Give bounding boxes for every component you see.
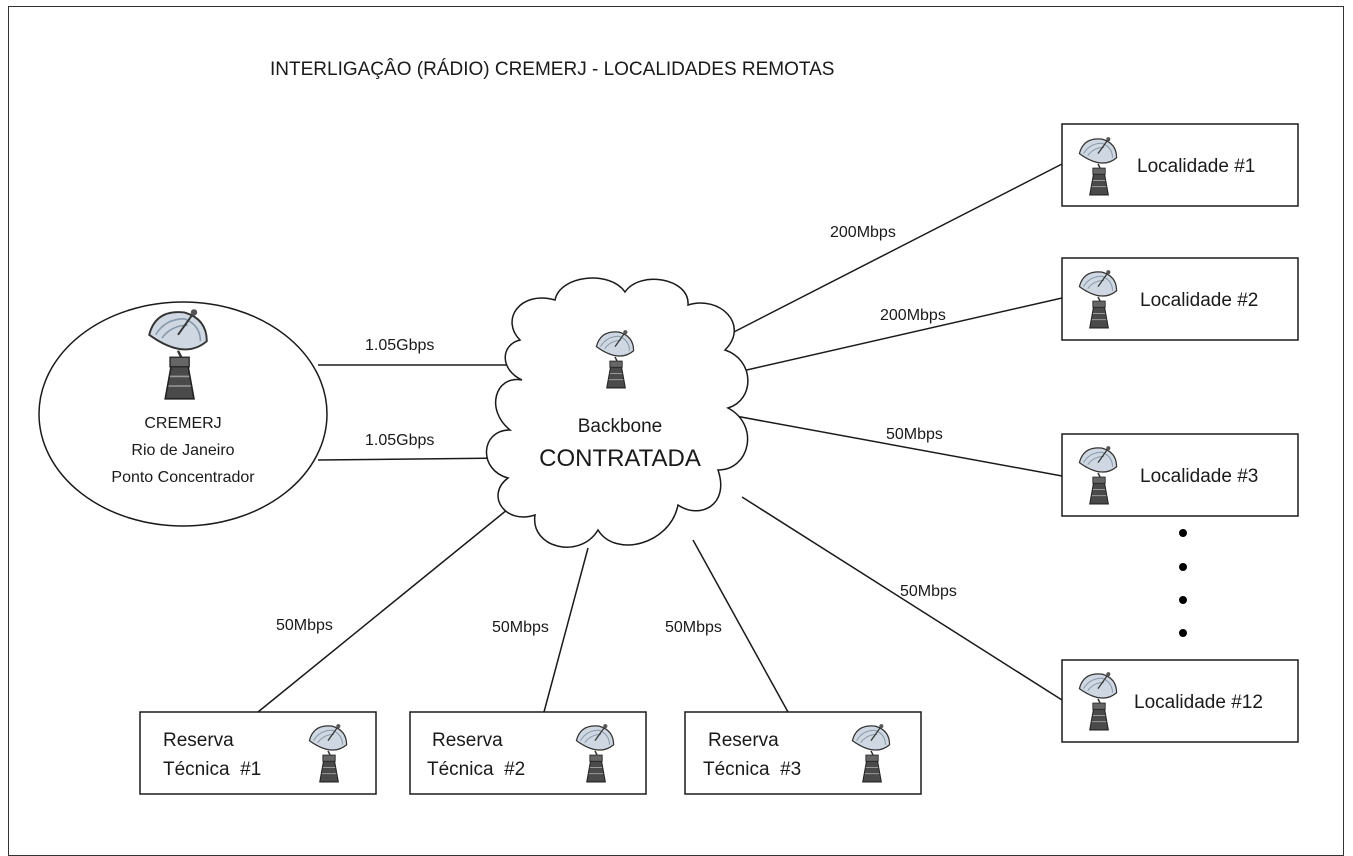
link-label-res2: 50Mbps — [492, 619, 549, 636]
localidade-label: Localidade #1 — [1137, 156, 1255, 177]
reserva-label-line1: Reserva — [708, 730, 779, 751]
reserva-label-line1: Reserva — [163, 730, 234, 751]
link-loc3 — [729, 414, 1063, 477]
link-label-loc12: 50Mbps — [900, 583, 957, 600]
link-label-loc2: 200Mbps — [880, 307, 946, 324]
link-label-concentrator-upper: 1.05Gbps — [365, 337, 434, 354]
connections — [257, 163, 1063, 713]
link-labels: 1.05Gbps 1.05Gbps 200Mbps 200Mbps 50Mbps… — [276, 224, 957, 636]
reserva-label-line2: Técnica #1 — [163, 759, 261, 780]
link-label-res1: 50Mbps — [276, 617, 333, 634]
reserva-tecnica-3: Reserva Técnica #3 — [684, 711, 922, 795]
localidade-label: Localidade #12 — [1134, 692, 1263, 713]
link-label-loc1: 200Mbps — [830, 224, 896, 241]
link-loc1 — [727, 163, 1063, 336]
concentrator-role: Ponto Concentrador — [111, 469, 255, 486]
concentrator-ellipse — [38, 301, 328, 527]
link-res3 — [692, 539, 789, 713]
concentrator-city: Rio de Janeiro — [131, 442, 234, 459]
vertical-ellipsis — [1179, 529, 1187, 637]
reserva-tecnica-1: Reserva Técnica #1 — [139, 711, 377, 795]
link-label-loc3: 50Mbps — [886, 426, 943, 443]
backbone-cloud: Backbone CONTRATADA — [485, 277, 749, 548]
reserva-label-line2: Técnica #3 — [703, 759, 801, 780]
link-concentrator-lower — [317, 457, 509, 461]
reserva-tecnica-2: Reserva Técnica #2 — [409, 711, 647, 795]
reserva-label-line1: Reserva — [432, 730, 503, 751]
link-label-concentrator-lower: 1.05Gbps — [365, 432, 434, 449]
localidade-label: Localidade #3 — [1140, 466, 1258, 487]
backbone-sublabel: CONTRATADA — [539, 445, 701, 472]
concentrator-name: CREMERJ — [144, 415, 221, 432]
link-res2 — [543, 547, 589, 713]
localidade-label: Localidade #2 — [1140, 290, 1258, 311]
concentrator-node: CREMERJ Rio de Janeiro Ponto Concentrado… — [38, 301, 328, 527]
link-res1 — [257, 504, 514, 713]
reserva-label-line2: Técnica #2 — [427, 759, 525, 780]
localidade-12: Localidade #12 — [1061, 659, 1299, 743]
link-loc12 — [741, 496, 1063, 701]
backbone-label: Backbone — [578, 416, 663, 437]
localidade-1: Localidade #1 — [1061, 123, 1299, 207]
diagram-title: INTERLIGAÇÂO (RÁDIO) CREMERJ - LOCALIDAD… — [270, 58, 834, 80]
link-label-res3: 50Mbps — [665, 619, 722, 636]
link-loc2 — [737, 297, 1063, 373]
localidade-2: Localidade #2 — [1061, 257, 1299, 341]
cloud-shape — [485, 277, 749, 548]
localidade-3: Localidade #3 — [1061, 433, 1299, 517]
